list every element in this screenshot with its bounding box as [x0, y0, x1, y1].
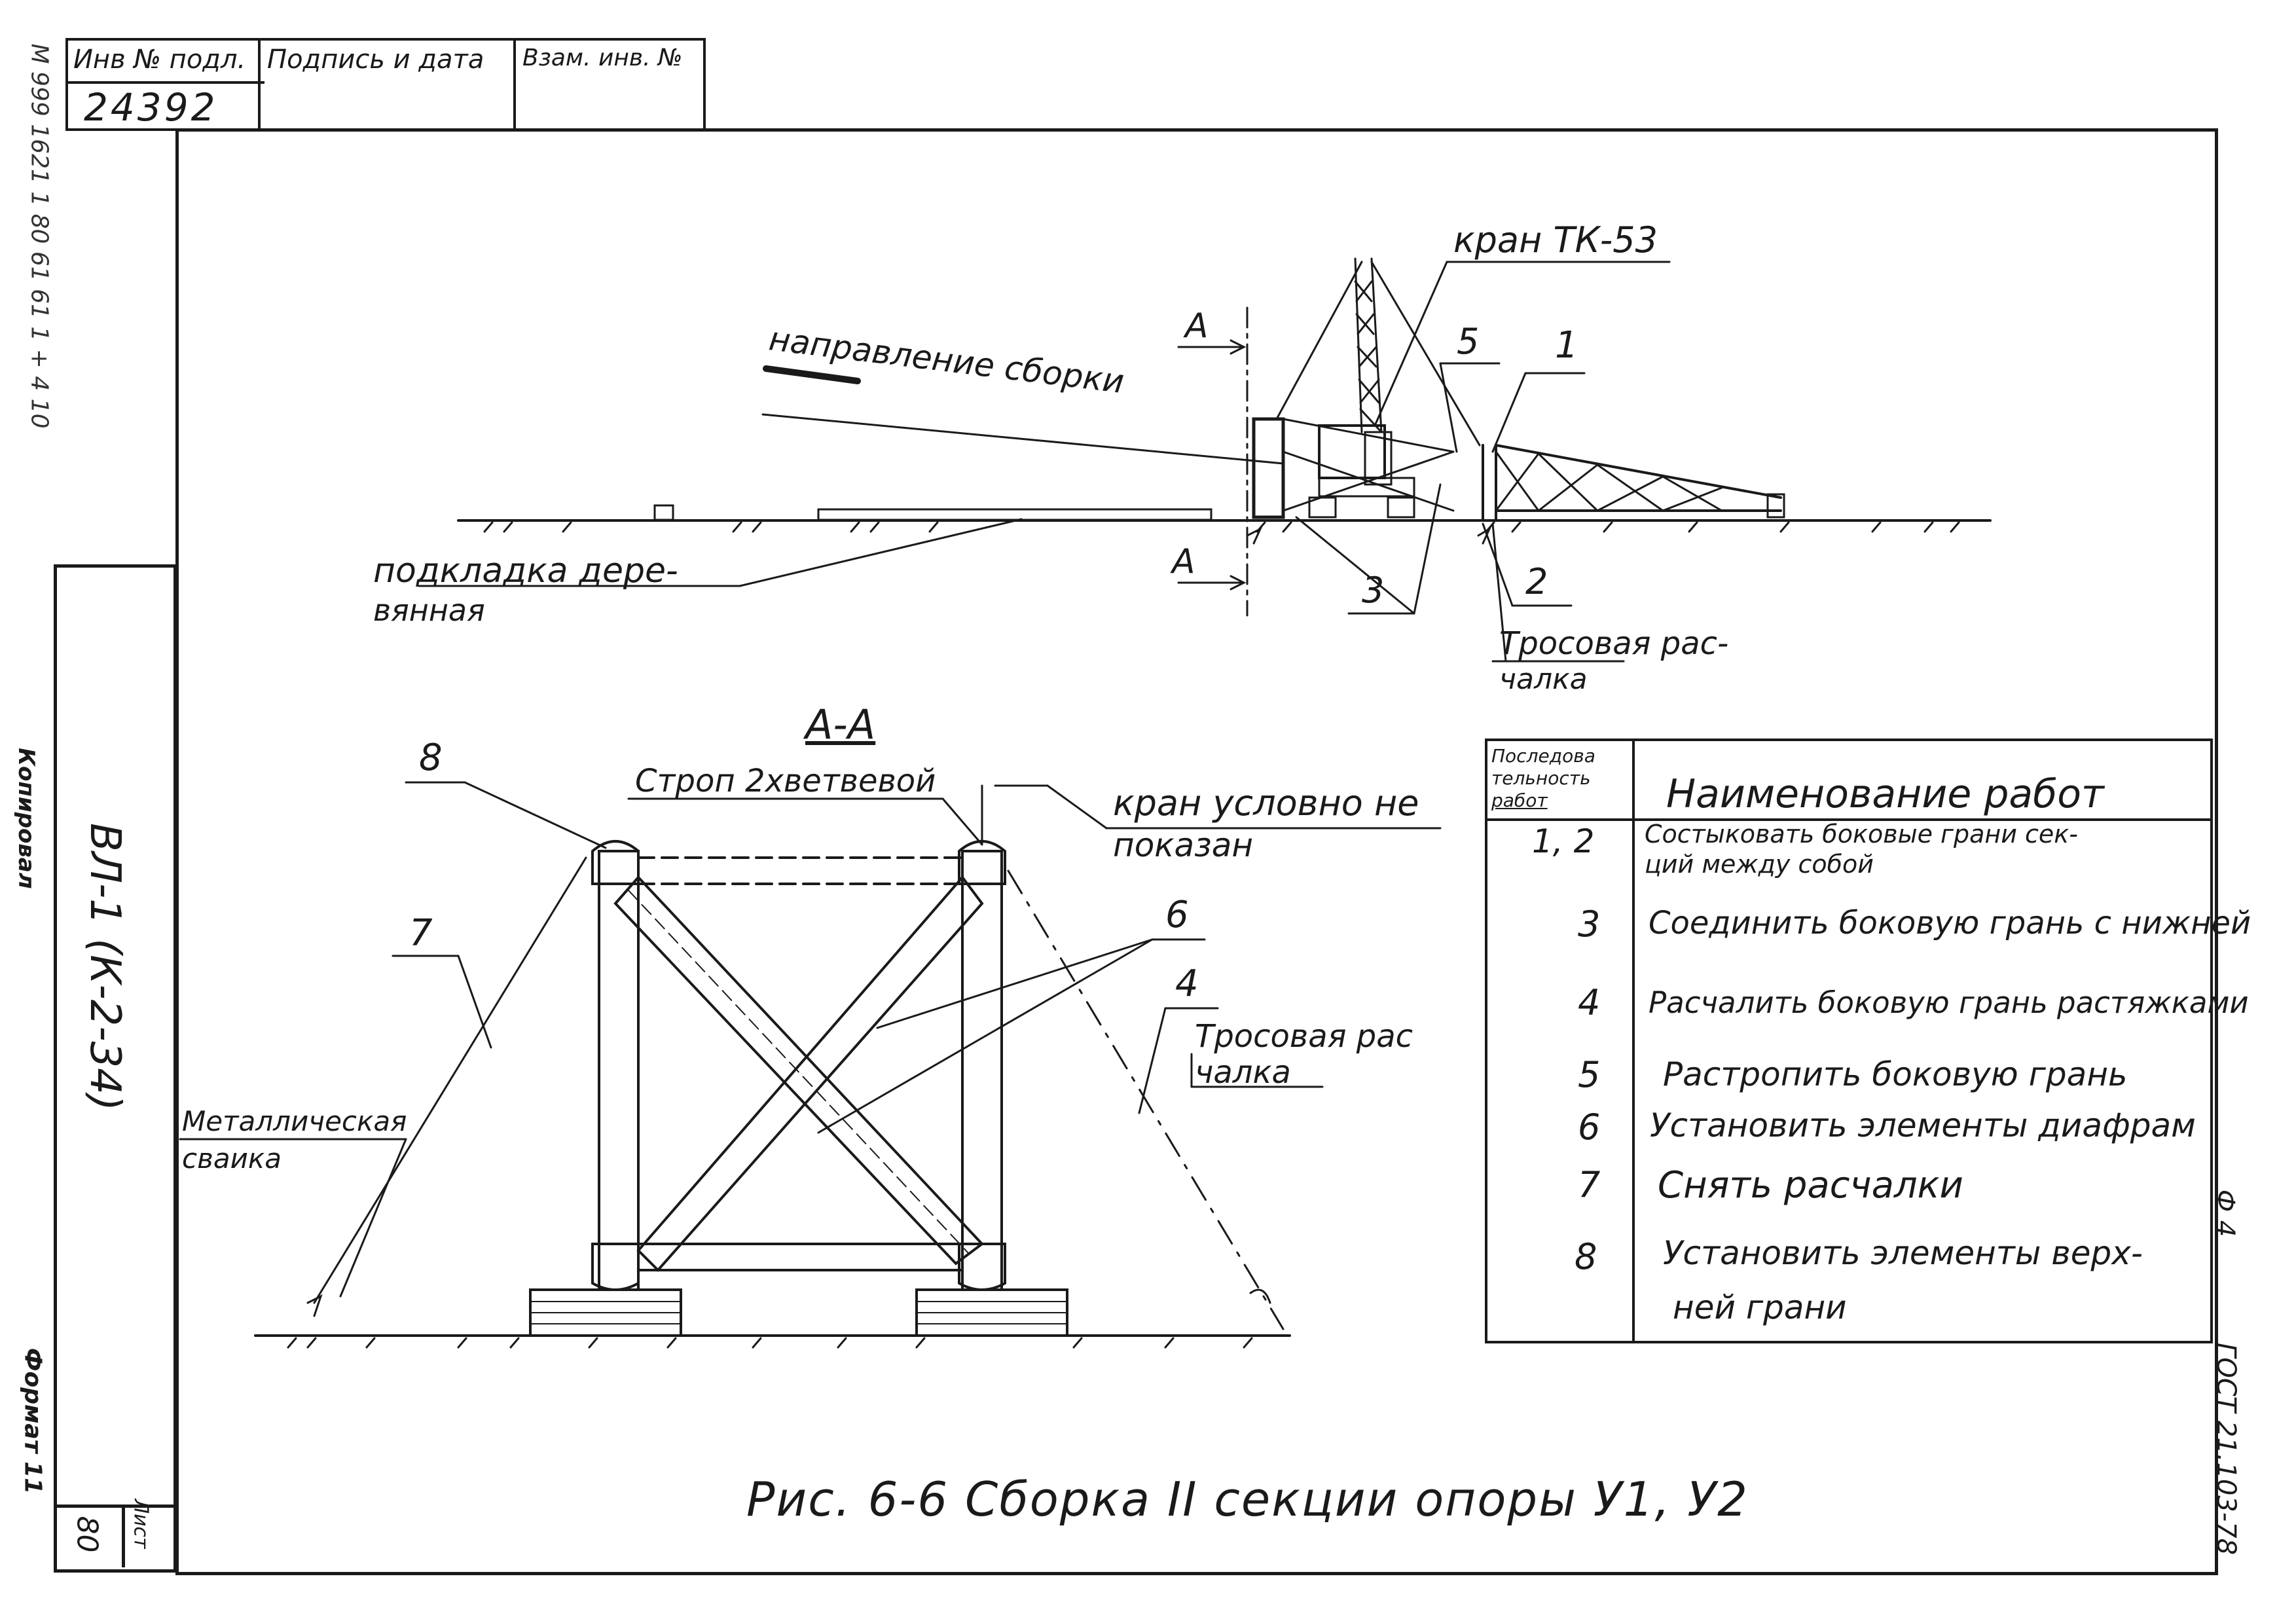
table-row-6-text: Снять расчалки	[1658, 1164, 1963, 1207]
ground-hatches-section	[287, 1337, 1253, 1349]
table-row-2-text: Соединить боковую грань с нижней	[1649, 905, 2251, 941]
section-arrow-bottom	[1177, 575, 1247, 591]
node-bottom-right	[958, 1243, 1006, 1291]
sling-label: Строп 2хветвевой	[635, 763, 936, 799]
table-row-4-text: Растропить боковую грань	[1663, 1055, 2128, 1093]
section-callout-7: 7	[409, 912, 433, 955]
stamp-header-inv: Инв № подл.	[73, 45, 246, 75]
direction-line	[761, 413, 1285, 465]
crane-cable-right	[1370, 261, 1481, 447]
left-margin-strip	[54, 564, 177, 1573]
stamp-row-divider	[68, 81, 264, 84]
table-row-4-seq: 5	[1578, 1054, 1601, 1095]
section-mark-top: А	[1185, 306, 1209, 346]
table-row-7-seq: 8	[1575, 1236, 1597, 1277]
pad-label-line1: подкладка дере-	[373, 551, 678, 591]
stamp-col-divider-2	[513, 41, 516, 128]
table-row-7-text-2: ней грани	[1673, 1288, 1847, 1326]
top-guy-label-line2: чалка	[1499, 663, 1588, 696]
approval-stamp: Инв № подл. Подпись и дата Взам. инв. № …	[65, 38, 706, 131]
wooden-pad-small	[653, 504, 674, 521]
section-guy-label-line2: чалка	[1195, 1054, 1291, 1091]
crane-track-right	[1387, 496, 1415, 519]
node-top-left	[591, 840, 640, 885]
table-row-2-seq: 3	[1578, 903, 1601, 945]
wooden-pad-strip	[817, 508, 1212, 521]
table-row-5-text: Установить элементы диафрам	[1650, 1106, 2196, 1144]
table-header-name: Наименование работ	[1666, 771, 2104, 817]
guy-wire-right	[1007, 869, 1285, 1330]
node-top-right	[958, 840, 1006, 885]
crane-note-line2: показан	[1113, 826, 1254, 864]
figure-caption: Рис. 6-6 Сборка II секции опоры У1, У2	[746, 1472, 1749, 1527]
anchor-pin-right	[1249, 1288, 1271, 1304]
table-row-1-text-2: ций между собой	[1645, 850, 1874, 879]
top-callout-3: 3	[1362, 570, 1385, 611]
section-frame-left	[1252, 417, 1285, 519]
section-callout-8: 8	[419, 737, 443, 779]
drawing-frame	[175, 128, 2218, 1575]
crane-cable-left	[1275, 261, 1363, 420]
table-header-seq-2: тельность	[1491, 767, 1591, 789]
top-guy-label-line1: Тросовая рас-	[1499, 625, 1729, 662]
pad-leader	[738, 518, 1023, 587]
left-strip-divider-v	[122, 1504, 125, 1567]
direction-arrow	[763, 365, 861, 384]
section-callout-6: 6	[1165, 894, 1189, 936]
stamp-header-signature: Подпись и дата	[267, 45, 484, 75]
node-bottom-left	[591, 1243, 640, 1291]
section-title: А-А	[805, 701, 876, 748]
stamp-header-replaced: Взам. инв. №	[522, 45, 683, 71]
section-column-right	[961, 850, 1003, 1291]
crane-cab	[1318, 424, 1386, 479]
diagonal-brace-1	[613, 875, 984, 1266]
stamp-col-divider-1	[258, 41, 261, 128]
top-callout-1: 1	[1555, 324, 1578, 367]
table-row-7-text-1: Установить элементы верх-	[1663, 1234, 2143, 1272]
section-guy-label-line1: Тросовая рас	[1195, 1018, 1413, 1055]
table-row-3-text: Расчалить боковую грань растяжками	[1649, 985, 2249, 1020]
section-callout-4: 4	[1175, 962, 1199, 1005]
table-row-1-text-1: Состыковать боковые грани сек-	[1645, 820, 2078, 848]
crane-mast	[1354, 257, 1383, 433]
table-row-6-seq: 7	[1578, 1164, 1601, 1205]
section-arrow-top	[1177, 339, 1247, 355]
table-row-3-seq: 4	[1578, 982, 1601, 1023]
crane-note-line1: кран условно не	[1113, 782, 1419, 824]
top-callout-2: 2	[1525, 561, 1548, 602]
guy-wire-left	[313, 856, 587, 1304]
anchor-pin-left	[306, 1294, 323, 1317]
section-mark-bottom: А	[1172, 542, 1195, 581]
stamp-inv-number: 24392	[84, 85, 218, 130]
diagonal-brace-2	[636, 875, 984, 1272]
table-row-1-seq: 1, 2	[1532, 822, 1595, 860]
crane-label: кран ТК-53	[1453, 219, 1658, 261]
table-header-seq-3: работ	[1491, 790, 1548, 811]
section-column-left	[598, 850, 640, 1291]
table-header-seq-1: Последова	[1491, 745, 1595, 767]
left-strip-divider	[54, 1504, 173, 1508]
top-callout-5: 5	[1457, 321, 1480, 362]
anchor-label-line1: Металлическая	[182, 1105, 407, 1137]
anchor-label-line2: сваика	[182, 1142, 282, 1175]
work-table-grid	[1485, 739, 2213, 1343]
crane-deck	[1318, 477, 1415, 498]
pad-label-line2: вянная	[373, 593, 485, 628]
table-row-5-seq: 6	[1578, 1106, 1601, 1148]
tower-section-lying	[1482, 444, 1785, 522]
ground-hatches-top	[483, 521, 1960, 533]
